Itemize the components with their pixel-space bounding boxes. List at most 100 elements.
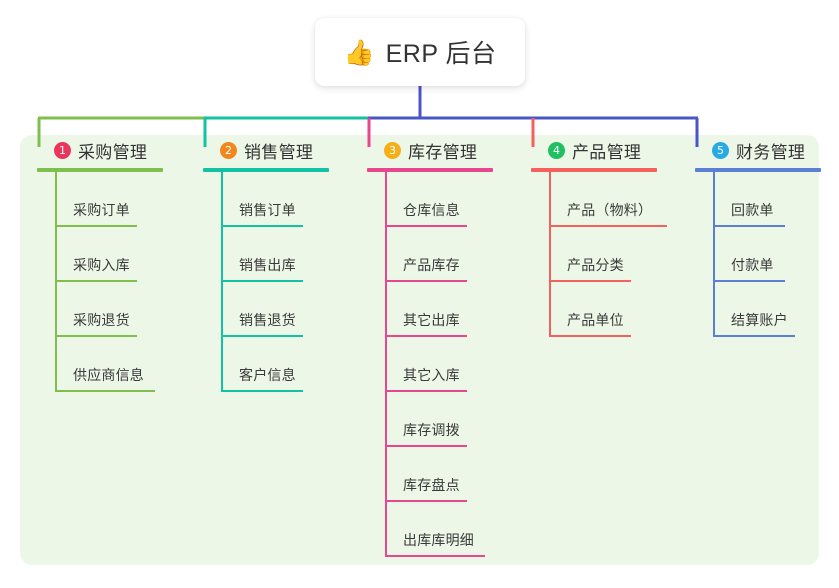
category-item[interactable]: 产品（物料） (549, 172, 667, 227)
category-item-label: 客户信息 (239, 367, 296, 383)
category-item[interactable]: 产品单位 (549, 282, 657, 337)
category-item-rule (221, 280, 303, 282)
category-item-rule (385, 555, 485, 557)
category-item-rule (385, 280, 467, 282)
root-node[interactable]: 👍 ERP 后台 (315, 18, 525, 86)
category-item-label: 采购入库 (73, 257, 130, 273)
category-item[interactable]: 采购退货 (55, 282, 163, 337)
category-item-label: 付款单 (731, 257, 774, 273)
category-item-label: 库存调拨 (403, 422, 460, 438)
category-item-label: 其它入库 (403, 367, 460, 383)
category-item-label: 销售退货 (239, 312, 296, 328)
category-spine (713, 172, 715, 337)
category-title: 采购管理 (78, 142, 148, 162)
category-item-rule (713, 225, 785, 227)
category-header-rule (203, 168, 329, 172)
category-number-badge: 4 (548, 141, 565, 159)
category-column: 1 采购管理采购订单采购入库采购退货供应商信息 (37, 135, 163, 392)
category-item[interactable]: 产品分类 (549, 227, 657, 282)
category-item-label: 采购订单 (73, 202, 130, 218)
category-item-rule (549, 280, 631, 282)
category-item-label: 供应商信息 (73, 367, 144, 383)
category-column: 4 产品管理产品（物料） 产品分类产品单位 (531, 135, 667, 337)
category-header[interactable]: 2 销售管理 (203, 135, 329, 165)
category-spine (549, 172, 551, 337)
category-item-label: 出库库明细 (403, 532, 474, 548)
category-header-rule (531, 168, 657, 172)
category-item[interactable]: 其它入库 (385, 337, 493, 392)
category-item[interactable]: 库存盘点 (385, 447, 493, 502)
category-number-badge: 1 (54, 141, 71, 159)
category-items: 回款单付款单结算账户 (695, 172, 821, 337)
category-header-rule (695, 168, 821, 172)
category-header-rule (37, 168, 163, 172)
category-item-rule (385, 445, 467, 447)
category-spine (221, 172, 223, 392)
category-item-label: 其它出库 (403, 312, 460, 328)
category-item-label: 产品库存 (403, 257, 460, 273)
category-item-rule (713, 335, 795, 337)
category-number-badge: 5 (712, 141, 729, 159)
category-item[interactable]: 销售出库 (221, 227, 329, 282)
category-item-rule (385, 500, 467, 502)
thumbs-up-icon: 👍 (343, 38, 375, 67)
category-item[interactable]: 回款单 (713, 172, 821, 227)
category-item[interactable]: 其它出库 (385, 282, 493, 337)
category-item[interactable]: 销售订单 (221, 172, 329, 227)
category-item[interactable]: 销售退货 (221, 282, 329, 337)
category-item-label: 结算账户 (731, 312, 788, 328)
category-item-label: 库存盘点 (403, 477, 460, 493)
category-items: 销售订单销售出库销售退货客户信息 (203, 172, 329, 392)
category-item[interactable]: 结算账户 (713, 282, 821, 337)
category-item-label: 产品单位 (567, 312, 624, 328)
category-header-rule (367, 168, 493, 172)
category-item-rule (221, 335, 303, 337)
root-title: ERP 后台 (385, 40, 497, 68)
category-item[interactable]: 付款单 (713, 227, 821, 282)
category-item[interactable]: 库存调拨 (385, 392, 493, 447)
category-item-rule (385, 335, 467, 337)
category-item-label: 产品（物料） (567, 202, 653, 218)
category-spine (385, 172, 387, 557)
category-item[interactable]: 采购订单 (55, 172, 163, 227)
category-column: 3 库存管理仓库信息产品库存其它出库其它入库库存调拨库存盘点出库库明细 (367, 135, 493, 557)
category-item[interactable]: 仓库信息 (385, 172, 493, 227)
category-item[interactable]: 出库库明细 (385, 502, 493, 557)
category-column: 2 销售管理销售订单销售出库销售退货客户信息 (203, 135, 329, 392)
category-item-rule (549, 335, 631, 337)
category-item[interactable]: 产品库存 (385, 227, 493, 282)
category-item-label: 销售出库 (239, 257, 296, 273)
category-title: 销售管理 (244, 142, 314, 162)
category-item-rule (549, 225, 667, 227)
category-item-label: 采购退货 (73, 312, 130, 328)
category-item-rule (221, 390, 303, 392)
category-item-rule (385, 390, 467, 392)
category-number-badge: 2 (220, 141, 237, 159)
category-header[interactable]: 1 采购管理 (37, 135, 163, 165)
category-item-rule (55, 280, 137, 282)
category-item-label: 回款单 (731, 202, 774, 218)
category-header[interactable]: 4 产品管理 (531, 135, 657, 165)
category-item-label: 销售订单 (239, 202, 296, 218)
categories-panel (20, 135, 819, 565)
category-title: 库存管理 (408, 142, 478, 162)
category-item-rule (55, 335, 137, 337)
category-header[interactable]: 3 库存管理 (367, 135, 493, 165)
category-item-rule (55, 225, 137, 227)
category-item-label: 产品分类 (567, 257, 624, 273)
category-item-rule (55, 390, 155, 392)
category-item-rule (221, 225, 303, 227)
category-title: 产品管理 (572, 142, 642, 162)
category-items: 仓库信息产品库存其它出库其它入库库存调拨库存盘点出库库明细 (367, 172, 493, 557)
category-item-label: 仓库信息 (403, 202, 460, 218)
category-item[interactable]: 客户信息 (221, 337, 329, 392)
category-spine (55, 172, 57, 392)
category-item[interactable]: 采购入库 (55, 227, 163, 282)
category-item[interactable]: 供应商信息 (55, 337, 163, 392)
category-items: 产品（物料） 产品分类产品单位 (531, 172, 667, 337)
category-item-rule (385, 225, 467, 227)
category-number-badge: 3 (384, 141, 401, 159)
